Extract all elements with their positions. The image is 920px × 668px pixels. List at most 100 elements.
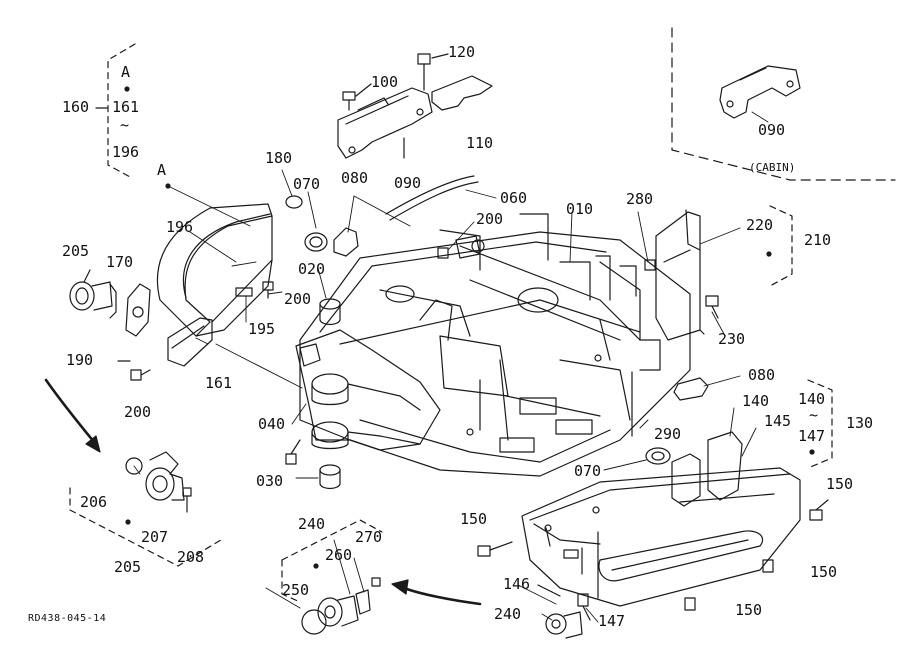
part-label-120: 120 (448, 43, 476, 61)
part-label-205: 205 (62, 242, 90, 260)
part-label-tilde-130: ~ (809, 406, 819, 424)
part-label-060: 060 (500, 189, 528, 207)
group-160-bracket (107, 43, 136, 179)
grommet-070-bottom (645, 447, 671, 465)
part-label-A-ref: A (157, 161, 167, 179)
drawing-code: RD438-045-14 (28, 613, 107, 624)
bolt-150-left (477, 541, 513, 557)
plate-170 (125, 283, 151, 337)
part-label-195: 195 (248, 320, 276, 338)
part-label-150-left: 150 (460, 510, 488, 528)
part-label-190: 190 (66, 351, 94, 369)
screw-270 (371, 577, 381, 587)
counterweight-rack-140 (671, 431, 743, 507)
bushing-020 (319, 298, 341, 326)
part-label-210: 210 (804, 231, 832, 249)
key-260 (355, 589, 371, 615)
part-label-040: 040 (258, 415, 286, 433)
part-label-196: 196 (112, 143, 140, 161)
bushing-030 (319, 464, 341, 490)
arrow-to-lock-240 (391, 579, 482, 606)
part-label-010: 010 (566, 200, 594, 218)
leader-lines (133, 169, 757, 623)
part-label-090-cabin: 090 (758, 121, 786, 139)
part-label-170: 170 (106, 253, 134, 271)
bolt-147 (577, 593, 591, 621)
part-label-145: 145 (764, 412, 792, 430)
part-label-240: 240 (298, 515, 326, 533)
lock-205 (69, 269, 117, 319)
part-label-140-group: 140 (798, 390, 826, 408)
lock-detail-205 (69, 487, 225, 567)
bolt-150-right (809, 499, 829, 521)
swing-bracket (295, 329, 441, 451)
bolt-150-bottom (684, 559, 774, 611)
part-label-200-center: 200 (476, 210, 504, 228)
part-label-208: 208 (177, 548, 205, 566)
part-label-080: 080 (341, 169, 369, 187)
grommet-070-top (285, 195, 328, 252)
part-label-207: 207 (141, 528, 169, 546)
counterweight-130 (521, 467, 801, 607)
part-label-200-guard: 200 (284, 290, 312, 308)
cabin-inset (671, 27, 896, 181)
bracket-210 (769, 205, 793, 287)
part-label-280: 280 (626, 190, 654, 208)
cabin-caption: (CABIN) (749, 161, 796, 174)
grommet-080-right (673, 377, 709, 401)
plate-110 (431, 75, 493, 111)
part-label-146: 146 (503, 575, 531, 593)
bracket-161 (167, 317, 213, 367)
bolt-200-center (437, 235, 481, 259)
part-label-A: A (121, 63, 131, 81)
part-label-070: 070 (293, 175, 321, 193)
part-label-240-small: 240 (494, 605, 522, 623)
main-frame-010 (299, 213, 691, 477)
part-label-147: 147 (798, 427, 826, 445)
arrow-to-lock-205 (44, 378, 101, 453)
part-label-080-right: 080 (748, 366, 776, 384)
part-label-260: 260 (325, 546, 353, 564)
part-label-196-guard: 196 (166, 218, 194, 236)
grommet-080-top (333, 227, 359, 257)
part-label-250: 250 (282, 581, 310, 599)
part-label-161: 161 (112, 98, 140, 116)
lock-body-250 (301, 595, 359, 635)
part-label-020: 020 (298, 260, 326, 278)
top-cover-090 (337, 87, 433, 159)
bolt-280 (644, 259, 656, 271)
part-label-150-bottom: 150 (735, 601, 763, 619)
part-label-270: 270 (355, 528, 383, 546)
part-label-030: 030 (256, 472, 284, 490)
bolt-040 (285, 439, 301, 465)
part-label-290: 290 (654, 425, 682, 443)
part-label-147-bolt: 147 (598, 612, 626, 630)
bracket-130-group (807, 379, 833, 469)
part-label-tilde: ~ (120, 116, 130, 134)
part-label-090: 090 (394, 174, 422, 192)
plate-220 (655, 209, 705, 341)
part-label-180: 180 (265, 149, 293, 167)
bolt-100 (342, 91, 356, 111)
bolt-120 (417, 53, 431, 91)
part-label-200-left: 200 (124, 403, 152, 421)
bolt-190 (130, 369, 151, 381)
part-label-100: 100 (371, 73, 399, 91)
part-label-230: 230 (718, 330, 746, 348)
lock-body-207 (125, 451, 185, 501)
part-label-160: 160 (62, 98, 90, 116)
lock-240-small (545, 611, 583, 639)
lock-detail-240 (281, 519, 383, 603)
part-label-220: 220 (746, 216, 774, 234)
part-label-110: 110 (466, 134, 494, 152)
cabin-bracket-090 (719, 65, 801, 123)
part-label-205-detail: 205 (114, 558, 142, 576)
part-label-150-bottom-right: 150 (810, 563, 838, 581)
part-label-161-bracket: 161 (205, 374, 233, 392)
bolt-230 (705, 295, 719, 319)
part-label-206: 206 (80, 493, 108, 511)
screw-208 (182, 487, 192, 513)
part-label-140: 140 (742, 392, 770, 410)
